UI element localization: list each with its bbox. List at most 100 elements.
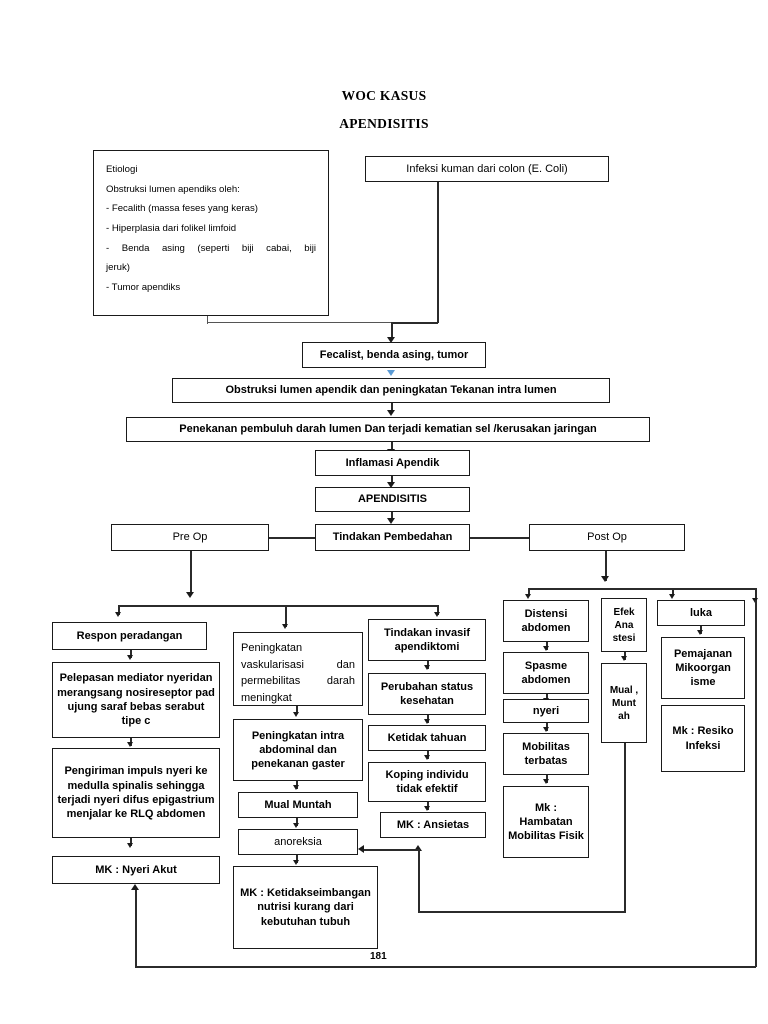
- arrow-leftbar-to-respon: [115, 612, 121, 617]
- node-pre-op: Pre Op: [111, 524, 269, 551]
- node-perubahan-status: Perubahan status kesehatan: [368, 673, 486, 715]
- arrow-mobilitas-to-mkhambatan: [543, 779, 549, 784]
- arrow-anoreksia-to-mknutrisi: [293, 860, 299, 865]
- arrow-rightbar-to-luka: [669, 594, 675, 599]
- arrow-respon-to-pelepasan: [127, 655, 133, 660]
- connector-etiologi-down: [207, 316, 209, 324]
- node-efek-anastesi: Efek Ana stesi: [601, 598, 647, 652]
- node-peningkatan-vaskularisasi-label: Peningkatan vaskularisasi dan permebilit…: [241, 642, 355, 704]
- arrow-postop-to-rightbar: [601, 576, 609, 582]
- connector-junction-center: [391, 322, 438, 324]
- arrow-leftbar-to-invasif: [434, 612, 440, 617]
- feedback-mualmuntah-vertical: [624, 743, 626, 912]
- arrow-mualmuntah-to-anoreksia: [293, 823, 299, 828]
- connector-preop-tindakan: [269, 537, 315, 539]
- node-mobilitas-terbatas: Mobilitas terbatas: [503, 733, 589, 775]
- connector-inflamasi-down: [391, 476, 393, 484]
- node-ketidak-tahuan: Ketidak tahuan: [368, 725, 486, 751]
- connector-respon-down: [130, 650, 132, 658]
- arrow-apendisitis-to-tindakan: [387, 518, 395, 524]
- node-luka: luka: [657, 600, 745, 626]
- connector-leftbar-t1: [118, 605, 120, 615]
- connector-penekanan-down: [391, 442, 393, 452]
- node-pelepasan-mediator: Pelepasan mediator nyeridan merangsang n…: [52, 662, 220, 738]
- connector-postop-down: [605, 551, 607, 581]
- node-peningkatan-vaskularisasi: Peningkatan vaskularisasi dan permebilit…: [233, 632, 363, 706]
- node-spasme-abdomen: Spasme abdomen: [503, 652, 589, 694]
- arrow-anastesi-to-mualmuntah2: [621, 656, 627, 661]
- page-title-line1: WOC KASUS: [341, 88, 427, 103]
- connector-preop-down: [190, 551, 192, 595]
- feedback-bottom-horizontal: [135, 966, 756, 968]
- connector-leftbar-t2: [285, 605, 287, 627]
- node-pengiriman-impuls: Pengiriman impuls nyeri ke medulla spina…: [52, 748, 220, 838]
- arrow-obstruksi-to-penekanan: [387, 410, 395, 416]
- node-peningkatan-intra-abdominal: Peningkatan intra abdominal dan penekana…: [233, 719, 363, 781]
- node-mk-hambatan-mobilitas: Mk : Hambatan Mobilitas Fisik: [503, 786, 589, 858]
- connector-junction-bar: [207, 322, 439, 324]
- arrow-perubahan-to-ketidaktahuan: [424, 719, 430, 724]
- connector-mualmuntah-down: [296, 818, 298, 826]
- node-tindakan-pembedahan: Tindakan Pembedahan: [315, 524, 470, 551]
- node-mual-muntah: Mual Muntah: [238, 792, 358, 818]
- left-distribution-bar: [118, 605, 439, 607]
- connector-pengiriman-down: [130, 838, 132, 846]
- arrow-invasif-to-perubahan: [424, 665, 430, 670]
- feedback-bottom-up-to-mknyeri: [135, 890, 137, 967]
- arrow-koping-to-ansietas: [424, 806, 430, 811]
- node-anoreksia: anoreksia: [238, 829, 358, 855]
- connector-anoreksia-down: [296, 855, 298, 863]
- node-mk-resiko-infeksi: Mk : Resiko Infeksi: [661, 705, 745, 772]
- node-koping-individu: Koping individu tidak efektif: [368, 762, 486, 802]
- connector-apendisitis-down: [391, 512, 393, 521]
- page-title-line2: APENDISITIS: [339, 116, 429, 131]
- connector-vaskularisasi-down: [296, 706, 298, 714]
- connector-rightbar-t2: [672, 588, 674, 596]
- node-nyeri: nyeri: [503, 699, 589, 723]
- connector-obstruksi-down: [391, 403, 393, 413]
- node-mk-nyeri-akut: MK : Nyeri Akut: [52, 856, 220, 884]
- node-fecalist: Fecalist, benda asing, tumor: [302, 342, 486, 368]
- feedback-rightedge-vertical: [755, 600, 757, 967]
- etiologi-heading: Etiologi: [106, 164, 138, 175]
- node-infeksi-kuman: Infeksi kuman dari colon (E. Coli): [365, 156, 609, 182]
- arrow-rightbar-to-distensi: [525, 594, 531, 599]
- connector-tindakan-postop: [470, 537, 529, 539]
- etiologi-item-0: - Fecalith (massa feses yang keras): [106, 203, 258, 215]
- arrow-distensi-to-spasme: [543, 646, 549, 651]
- node-distensi-abdomen: Distensi abdomen: [503, 600, 589, 642]
- connector-leftbar-t3: [437, 605, 439, 615]
- feedback-mualmuntah-up: [418, 850, 420, 912]
- arrow-nyeri-to-mobilitas: [543, 727, 549, 732]
- arrow-intraabdominal-to-mualmuntah: [293, 785, 299, 790]
- arrow-inflamasi-to-apendisitis: [387, 482, 395, 488]
- node-apendisitis: APENDISITIS: [315, 487, 470, 512]
- etiologi-item-2: - Benda asing (seperti biji cabai, biji: [106, 242, 316, 254]
- etiologi-item-4: - Tumor apendiks: [106, 281, 181, 293]
- node-obstruksi-lumen: Obstruksi lumen apendik dan peningkatan …: [172, 378, 610, 403]
- etiologi-box: Etiologi Obstruksi lumen apendiks oleh: …: [93, 150, 329, 316]
- arrow-feedback-up-corner: [414, 845, 422, 851]
- feedback-into-anoreksia: [364, 849, 420, 851]
- node-mk-ansietas: MK : Ansietas: [380, 812, 486, 838]
- connector-infeksi-down: [437, 182, 439, 323]
- node-mk-ketidakseimbangan: MK : Ketidakseimbangan nutrisi kurang da…: [233, 866, 378, 949]
- arrow-feedback-to-mknyeri: [131, 884, 139, 890]
- feedback-mualmuntah-horizontal: [418, 911, 626, 913]
- arrow-ketidaktahuan-to-koping: [424, 755, 430, 760]
- etiologi-subheading: Obstruksi lumen apendiks oleh:: [106, 183, 240, 195]
- etiologi-item-3: jeruk): [106, 262, 130, 274]
- node-mual-koma-muntah: Mual , Munt ah: [601, 663, 647, 743]
- node-respon-peradangan: Respon peradangan: [52, 622, 207, 650]
- connector-junction-to-fecalist: [391, 322, 393, 340]
- arrow-leftbar-to-vaskularisasi: [282, 624, 288, 629]
- arrow-luka-to-pemajanan: [697, 630, 703, 635]
- arrow-vaskularisasi-to-intraabdominal: [293, 712, 299, 717]
- arrow-preop-to-leftbar: [186, 592, 194, 598]
- arrow-pelepasan-to-pengiriman: [127, 742, 133, 747]
- right-distribution-bar: [528, 588, 756, 590]
- arrow-to-fecalist: [387, 337, 395, 343]
- node-penekanan-pembuluh: Penekanan pembuluh darah lumen Dan terja…: [126, 417, 650, 442]
- etiologi-item-1: - Hiperplasia dari folikel limfoid: [106, 222, 237, 234]
